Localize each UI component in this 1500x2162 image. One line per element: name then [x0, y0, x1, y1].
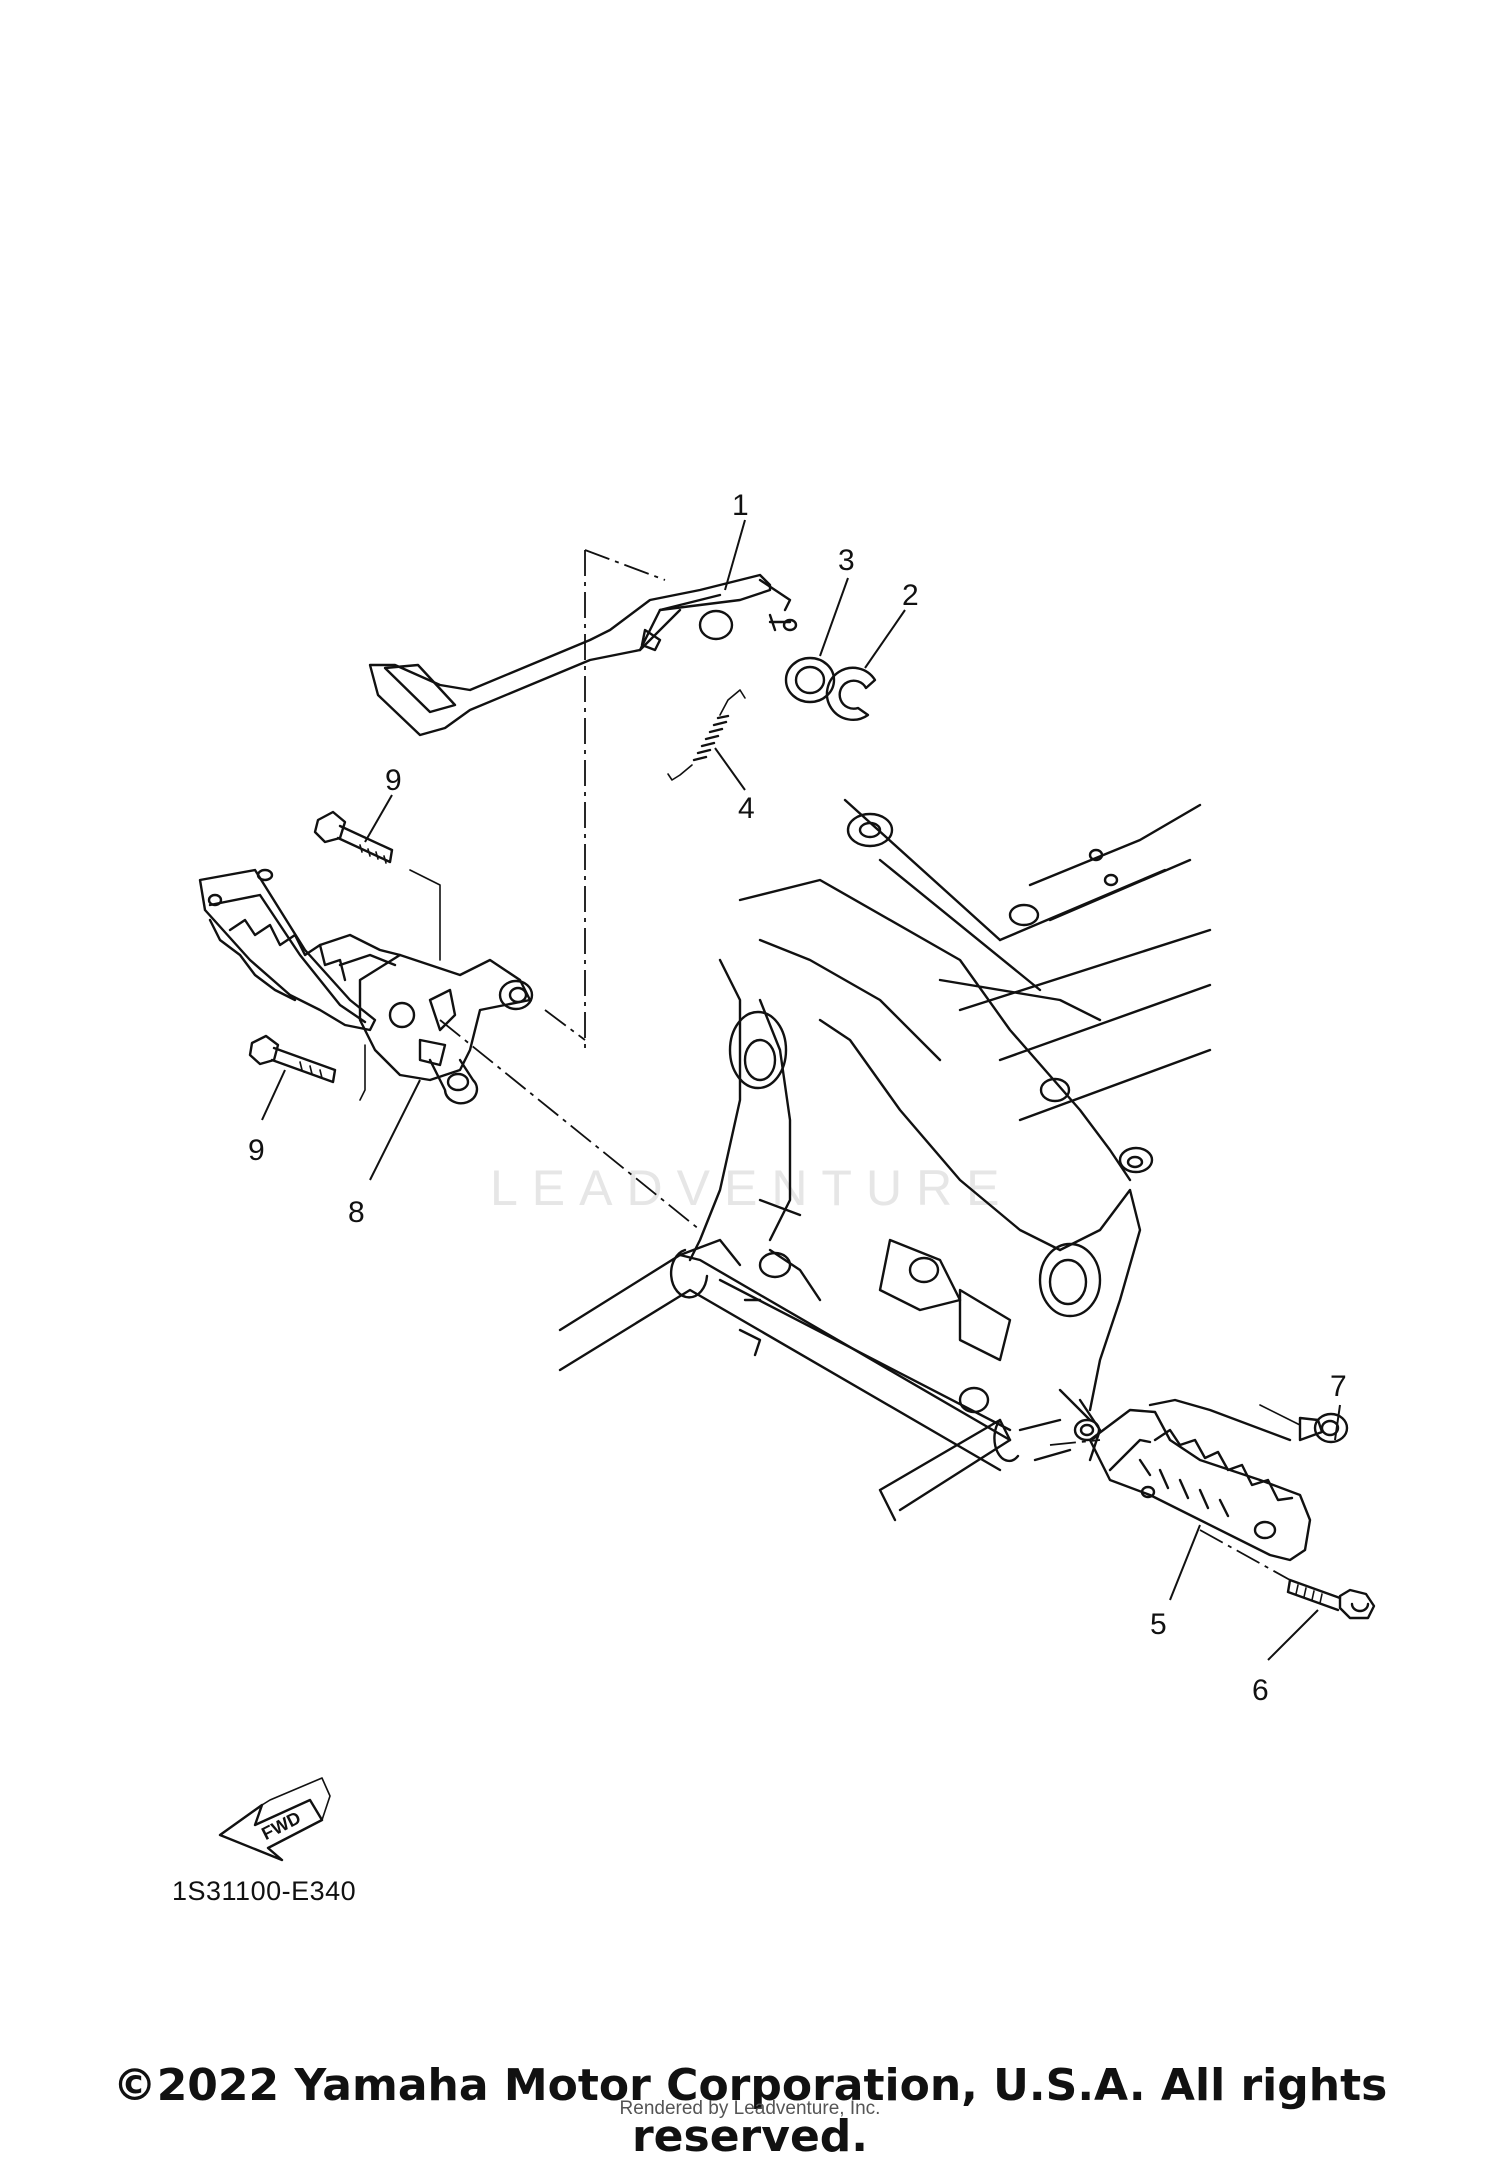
bolt-upper-left	[313, 810, 394, 864]
diagram-code: 1S31100-E340	[172, 1876, 357, 1906]
callout-number-9-upper: 9	[385, 764, 402, 797]
return-spring	[667, 689, 746, 781]
callout-number-7: 7	[1330, 1370, 1347, 1403]
callout-5: 5	[1150, 1524, 1201, 1641]
callout-number-5: 5	[1150, 1608, 1167, 1641]
copyright-notice: ©2022 Yamaha Motor Corporation, U.S.A. A…	[112, 2060, 1388, 2162]
callout-8: 8	[348, 1079, 421, 1229]
callout-4: 4	[714, 747, 755, 825]
callout-number-6: 6	[1252, 1674, 1269, 1707]
rendered-by-credit: Rendered by Leadventure, Inc.	[619, 2098, 881, 2119]
plain-washer	[784, 656, 836, 704]
callout-number-2: 2	[902, 579, 919, 612]
alignment-line-mid	[544, 1009, 586, 1041]
callout-number-3: 3	[838, 544, 855, 577]
callout-7: 7	[1330, 1370, 1347, 1441]
bolt-right-upper	[1259, 1404, 1349, 1444]
callout-number-9-lower: 9	[248, 1134, 265, 1167]
callout-3: 3	[819, 544, 855, 657]
callout-number-8: 8	[348, 1196, 365, 1229]
callout-9-upper: 9	[364, 764, 402, 843]
alignment-line-upper	[584, 549, 666, 1050]
callout-9-lower: 9	[248, 1069, 286, 1167]
motorcycle-frame	[439, 798, 1212, 1522]
right-footrest	[1088, 1398, 1312, 1562]
callout-6: 6	[1252, 1609, 1319, 1707]
fwd-arrow-icon: FWD	[218, 1777, 331, 1862]
bolt-right-lower	[1199, 1529, 1376, 1620]
left-footrest-assembly	[198, 868, 534, 1105]
assembly-outline	[359, 869, 441, 1101]
bolt-lower-left	[248, 1034, 337, 1084]
circlip	[825, 666, 877, 721]
callout-number-1: 1	[732, 489, 749, 522]
callout-2: 2	[864, 579, 919, 669]
callout-1: 1	[724, 489, 749, 591]
callout-number-4: 4	[738, 792, 755, 825]
watermark-text: LEADVENTURE	[490, 1160, 1014, 1216]
brake-pedal	[368, 573, 798, 737]
